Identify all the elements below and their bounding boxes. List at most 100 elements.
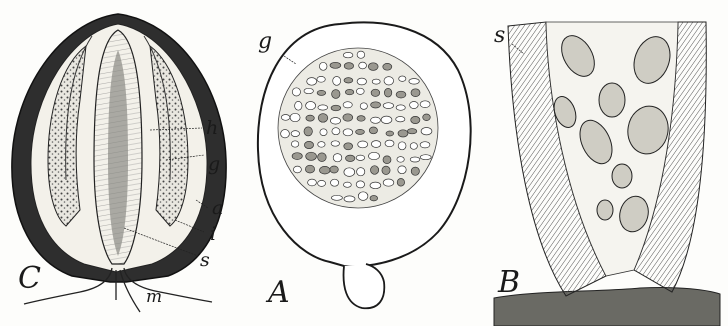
spore-cell (383, 103, 393, 109)
spore-cell (410, 157, 420, 162)
spore-cell (383, 156, 391, 164)
spore-cell (359, 62, 367, 69)
spore-cell (330, 62, 341, 68)
spore-cell (318, 142, 325, 148)
spore-cell (332, 128, 340, 135)
spore-cell (344, 168, 355, 177)
spore-cell (346, 155, 355, 161)
spore-cell (307, 78, 317, 86)
spore-cell (291, 131, 299, 137)
panel-a-spore-sac: g A (258, 22, 471, 310)
spore-cell (291, 141, 298, 147)
panel-b-section: s B (494, 22, 720, 326)
spore-cell (320, 166, 331, 174)
annotation-a: a (212, 197, 223, 219)
spore-cell (318, 105, 328, 110)
spore-cell (420, 155, 431, 160)
spore-cell (344, 78, 353, 83)
spore-cell (396, 91, 406, 98)
spore-cell (369, 152, 380, 159)
spore-cell (383, 63, 392, 70)
spore-cell (357, 78, 366, 85)
spore-cell (356, 181, 364, 188)
spore-cell (356, 155, 365, 160)
annotation-g-a: g (258, 29, 272, 54)
spore-cell (318, 153, 327, 162)
sac-base (344, 264, 385, 308)
spore-cell (343, 52, 353, 57)
spore-cell (397, 157, 404, 163)
spore-cell (396, 117, 405, 122)
ground-layer (494, 287, 720, 326)
spore-cell (368, 63, 378, 71)
spore-cell (371, 166, 379, 175)
spore-cell (292, 153, 302, 160)
panel-label-c: C (18, 261, 41, 296)
spore-cell (370, 196, 378, 201)
spore-cell (320, 129, 327, 136)
spore-cell (371, 117, 381, 123)
spore-cell (344, 143, 353, 150)
spore-cell (333, 77, 341, 86)
spore-cell (411, 116, 420, 123)
spore-cell (420, 101, 430, 108)
spore-cell (409, 79, 419, 85)
spore-cell (384, 77, 394, 85)
spore-cell (357, 51, 365, 58)
spore-cell (356, 88, 364, 94)
annotation-i: i (210, 223, 216, 245)
spore-cell (423, 114, 431, 121)
spore-cell (305, 165, 314, 173)
spore-cell (360, 103, 367, 110)
spore-cell (411, 89, 420, 97)
spore-cell (396, 105, 405, 110)
enclosed-spore (612, 164, 632, 188)
spore-cell (369, 127, 377, 134)
spore-cell (333, 154, 342, 162)
panel-c-longitudinal-section: C h g a i s m (12, 14, 226, 312)
spore-cell (281, 115, 290, 121)
spore-cell (281, 130, 290, 138)
spore-cell (308, 179, 317, 186)
spore-cell (399, 76, 406, 81)
spore-cell (319, 62, 327, 70)
spore-cell (293, 166, 301, 173)
spore-cell (344, 182, 352, 187)
spore-cell (306, 102, 316, 110)
spore-cell (343, 129, 353, 136)
spore-cell (331, 195, 342, 200)
spore-cell (317, 76, 325, 82)
spore-cell (331, 141, 339, 146)
spore-cell (295, 101, 302, 110)
spore-cell (318, 114, 328, 123)
annotation-s-b: s (494, 23, 505, 48)
spore-cell (410, 102, 419, 109)
panel-label-a: A (265, 275, 290, 310)
spore-cell (343, 102, 352, 108)
spore-cell (304, 127, 312, 136)
spore-cell (371, 102, 381, 108)
spore-cell (344, 196, 355, 202)
spore-cell (292, 88, 300, 96)
spore-cell (384, 88, 391, 97)
spore-cell (290, 113, 300, 121)
spore-cell (410, 143, 417, 150)
spore-cell (343, 114, 353, 121)
spore-cell (420, 142, 430, 148)
panel-label-b: B (497, 265, 520, 300)
spore-cell (398, 142, 406, 150)
spore-cell (371, 89, 380, 96)
spore-cell (304, 88, 313, 93)
enclosed-spore (597, 200, 613, 220)
annotation-s: s (200, 249, 210, 271)
spore-cell (306, 152, 317, 160)
spore-cell (331, 105, 341, 111)
spore-cell (330, 166, 338, 173)
spore-cell (398, 166, 406, 174)
spore-cell (332, 90, 340, 99)
spore-cell (304, 141, 313, 148)
spore-cell (357, 168, 365, 176)
spore-cell (317, 90, 326, 95)
spore-cell (357, 116, 365, 122)
